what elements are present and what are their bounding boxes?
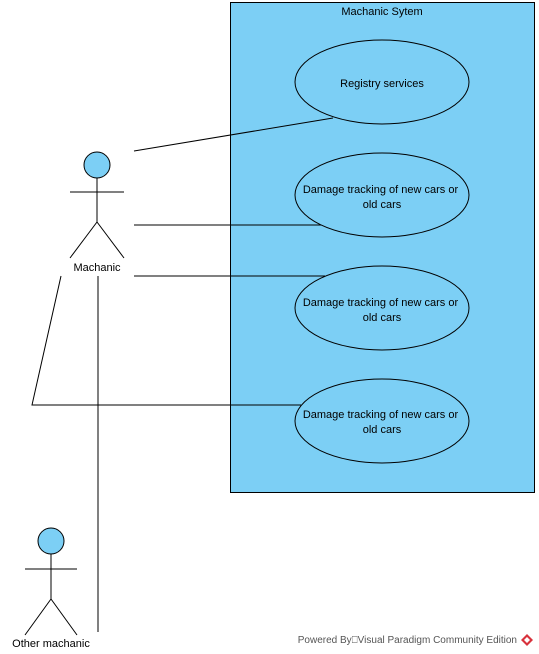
use-case-label: Damage tracking of new cars or old cars <box>303 184 461 211</box>
associations <box>31 117 334 632</box>
use-case-label: Damage tracking of new cars or old cars <box>303 297 461 324</box>
actor-name: Machanic <box>73 262 121 274</box>
use-case-ellipse <box>294 39 470 125</box>
association-generalization <box>31 275 301 406</box>
use-case-label: Damage tracking of new cars or old cars <box>303 409 461 436</box>
actor-right-leg <box>50 598 78 636</box>
use-case-ellipse <box>294 378 470 464</box>
actor-left-leg <box>69 221 98 259</box>
actor-head <box>83 151 111 179</box>
visual-paradigm-logo-icon <box>521 634 533 646</box>
system-title: Machanic Sytem <box>341 6 422 18</box>
actor-machanic[interactable]: Machanic <box>69 151 125 274</box>
actor-name: Other machanic <box>12 638 90 650</box>
use-case-damage-tracking-1[interactable]: Damage tracking of new cars or old cars <box>294 152 470 238</box>
footer-text: Powered By⎕Visual Paradigm Community Edi… <box>297 634 517 646</box>
use-case-damage-tracking-2[interactable]: Damage tracking of new cars or old cars <box>294 265 470 351</box>
use-case-damage-tracking-3[interactable]: Damage tracking of new cars or old cars <box>294 378 470 464</box>
use-case-ellipse <box>294 265 470 351</box>
use-case-ellipse <box>294 152 470 238</box>
actor-left-leg <box>24 598 52 636</box>
actor-other-machanic[interactable]: Other machanic <box>12 527 90 650</box>
association-registry <box>133 117 334 152</box>
actor-head <box>37 527 65 555</box>
use-case-registry[interactable]: Registry services <box>294 39 470 125</box>
footer: Powered By⎕Visual Paradigm Community Edi… <box>298 634 533 646</box>
actor-right-leg <box>96 221 125 259</box>
use-case-label: Registry services <box>340 78 424 90</box>
